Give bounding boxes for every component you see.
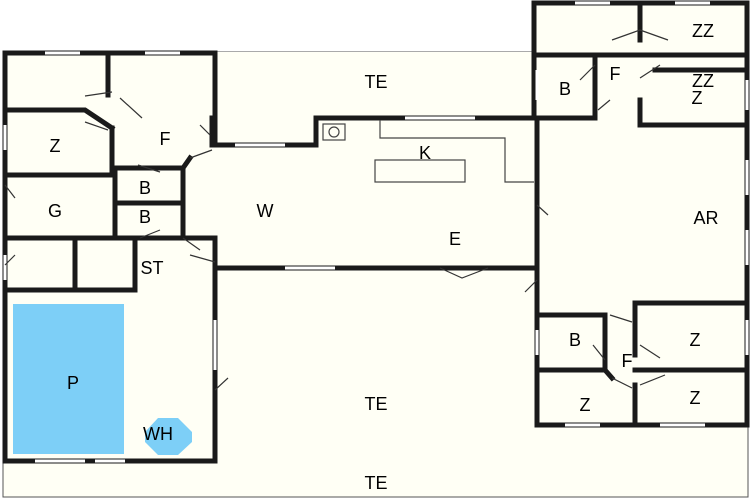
room-label-b-left1: B [139,178,151,198]
room-label-w: W [257,201,274,221]
room-label-p: P [67,373,79,393]
left-interior-walls [2,50,218,293]
room-label-f-top-right: F [610,64,621,84]
room-label-e: E [449,229,461,249]
room-label-b-top-right: B [559,79,571,99]
right-wing-floor [534,3,747,425]
room-label-k: K [419,143,431,163]
room-label-f-bottom-right: F [622,351,633,371]
room-label-g: G [48,201,62,221]
room-label-z-br1: Z [690,330,701,350]
terrace-top-area [212,52,534,120]
stove-burner [328,126,340,138]
room-label-f-left: F [160,129,171,149]
right-wing-outer-wall [531,0,750,428]
room-label-zz2: ZZ [692,71,714,91]
room-label-te-bottom: TE [364,473,387,493]
room-label-b-left2: B [139,207,151,227]
room-label-z-left: Z [50,136,61,156]
center-floor [212,118,537,268]
room-label-z-br2: Z [580,395,591,415]
kitchen-counter [379,120,534,183]
room-label-zz1: ZZ [692,21,714,41]
room-label-b-bottom-right: B [569,330,581,350]
room-label-z-top-right: Z [692,88,703,108]
whirlpool [145,418,192,455]
right-interior-walls [534,0,750,428]
doors [4,29,669,391]
kitchen-island [374,159,466,183]
room-label-ar: AR [693,208,718,228]
windows [3,1,749,463]
room-label-te-mid: TE [364,394,387,414]
room-label-st: ST [140,258,163,278]
room-label-z-br3: Z [690,388,701,408]
pool [13,304,124,454]
room-label-te-top: TE [364,72,387,92]
stove [322,123,346,141]
room-label-wh: WH [143,424,173,444]
